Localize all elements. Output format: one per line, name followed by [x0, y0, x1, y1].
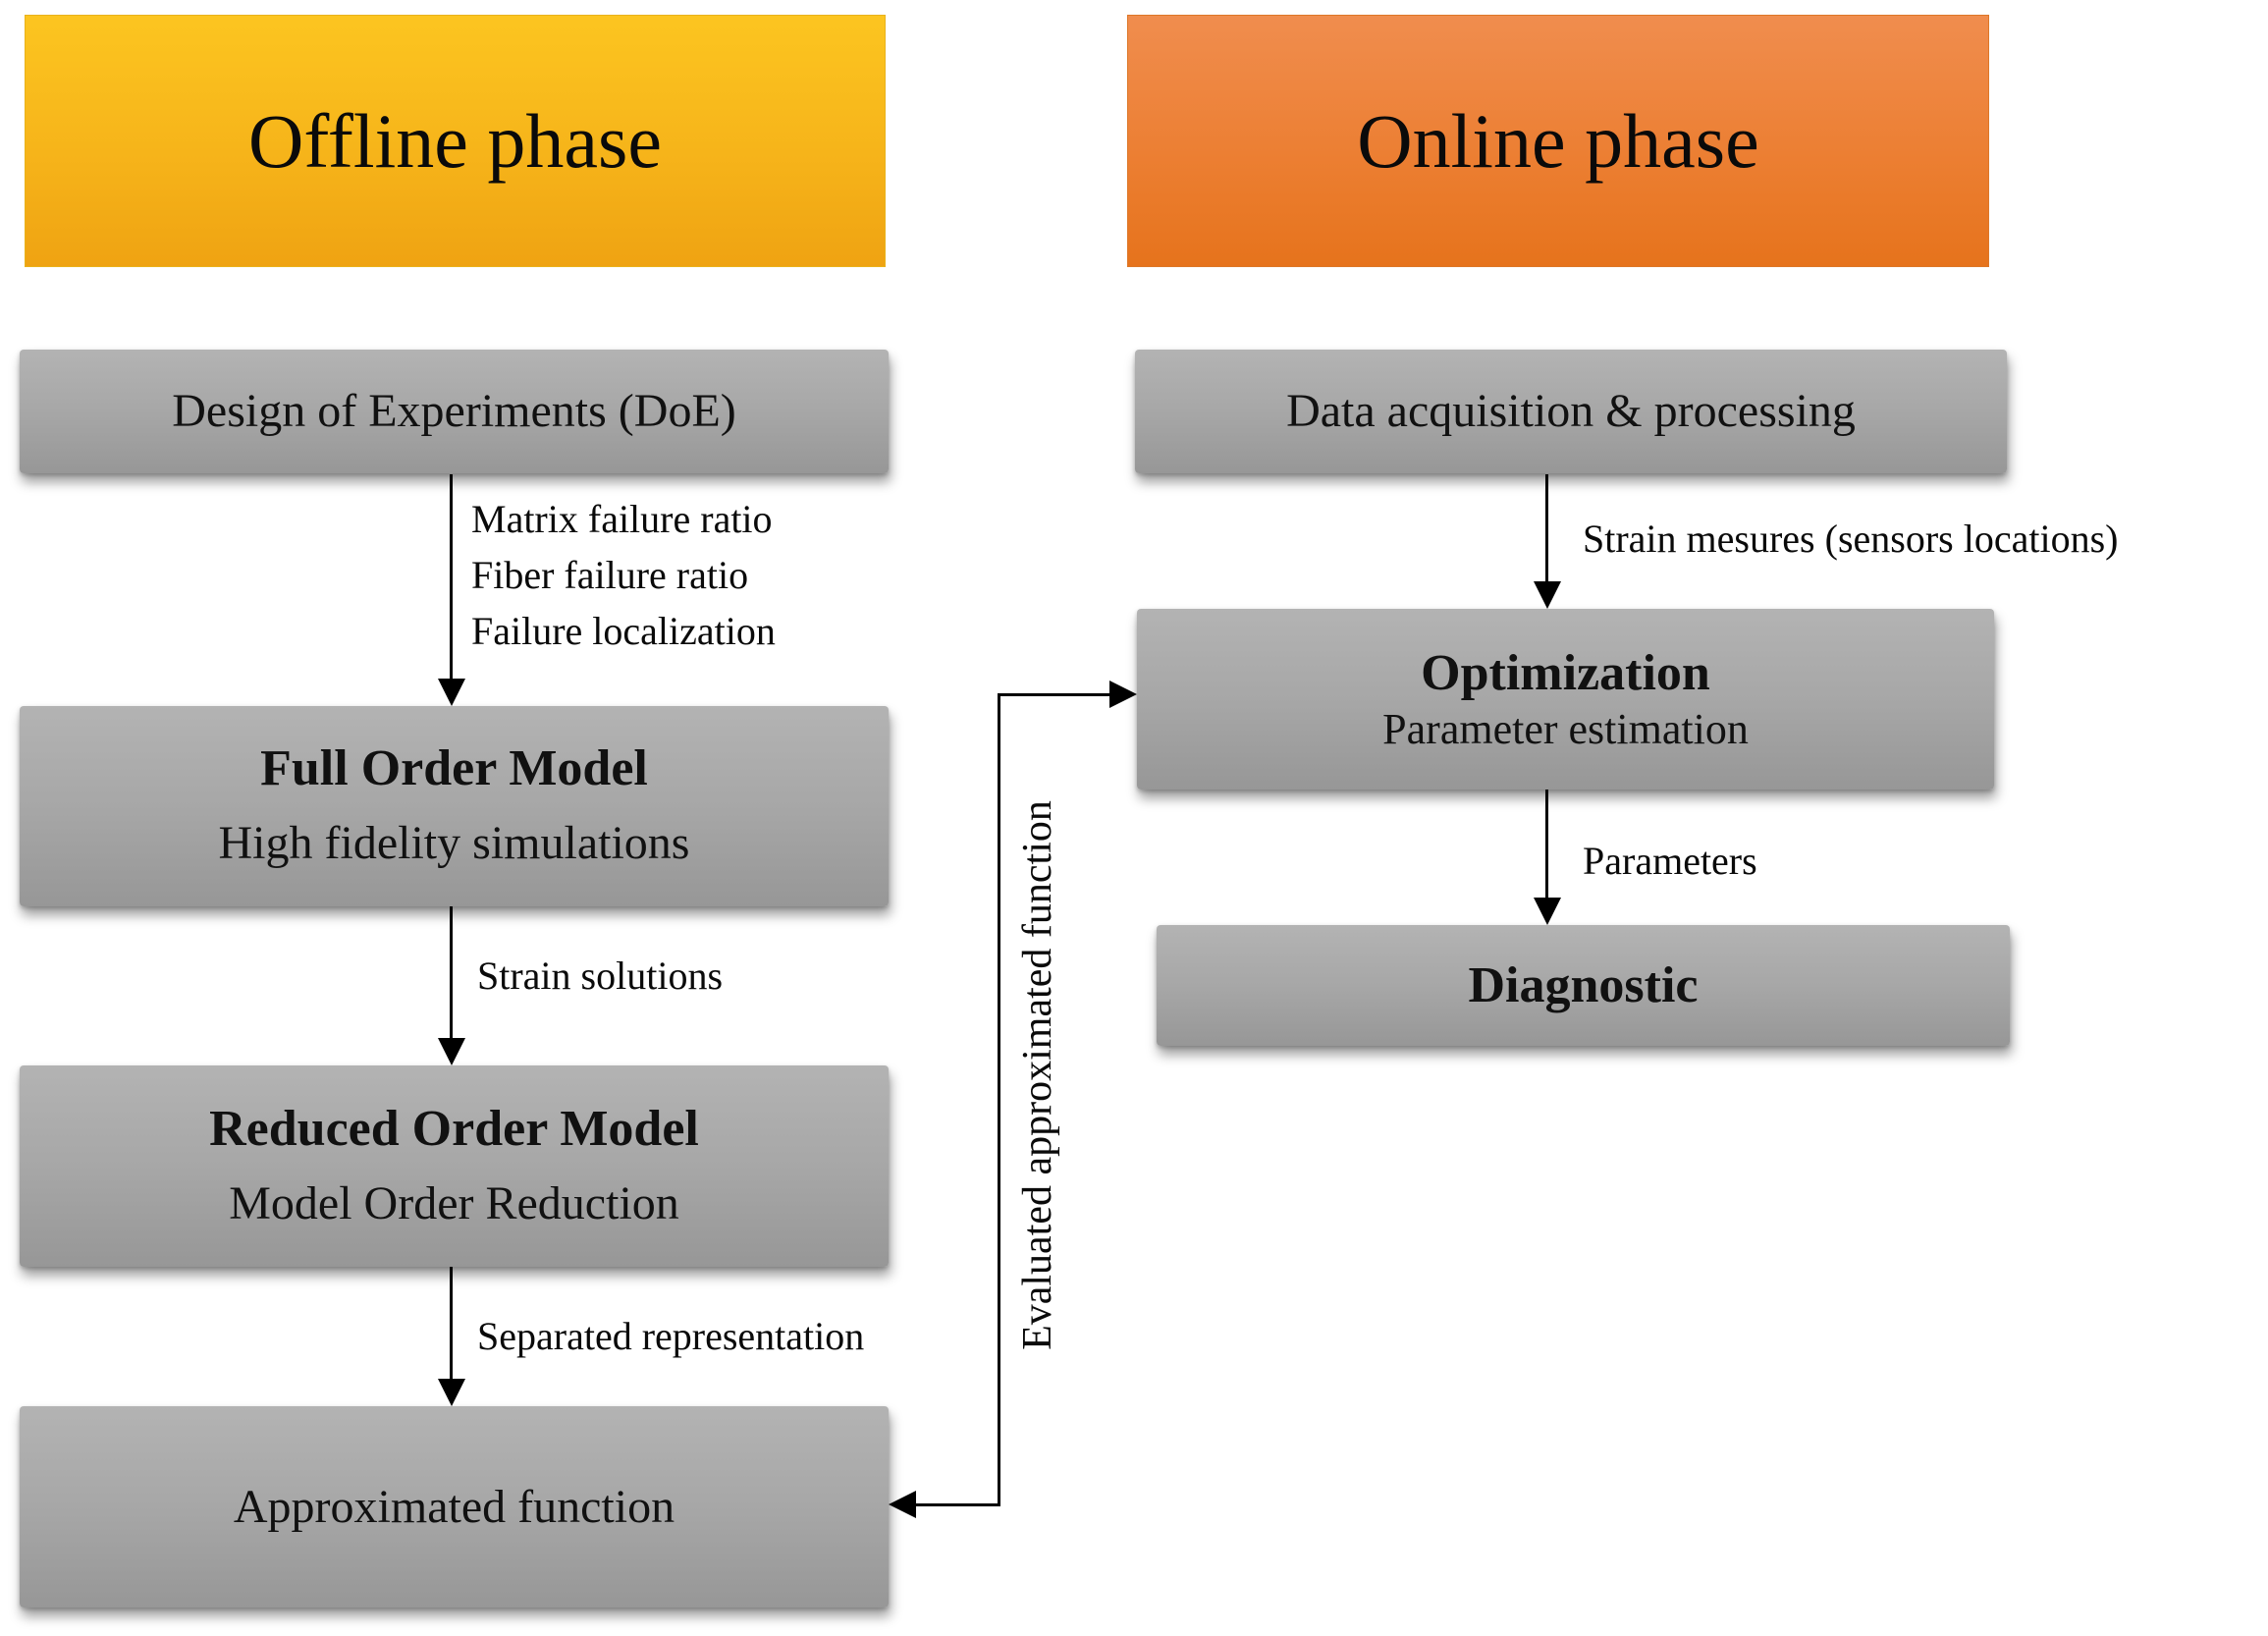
node-optimization-title: Optimization	[1421, 645, 1710, 701]
arrow-rom-to-approx-head-icon	[438, 1379, 465, 1406]
edge-label-parameters: Parameters	[1583, 839, 1757, 883]
node-diagnostic-title: Diagnostic	[1468, 956, 1699, 1013]
node-design-of-experiments: Design of Experiments (DoE)	[20, 350, 889, 473]
arrow-dataacq-to-opt-head-icon	[1534, 581, 1561, 609]
arrow-dataacq-to-opt-line	[1545, 474, 1548, 581]
edge-label-evaluated-approximated-function: Evaluated approximated function	[1015, 800, 1060, 1350]
edge-label-separated-representation: Separated representation	[477, 1314, 865, 1358]
online-phase-header: Online phase	[1127, 15, 1989, 267]
edge-label-fiber-failure-ratio: Fiber failure ratio	[471, 553, 749, 597]
node-optimization-subtitle: Parameter estimation	[1382, 705, 1749, 753]
node-reduced-order-model-subtitle: Model Order Reduction	[229, 1176, 679, 1229]
offline-phase-header: Offline phase	[25, 15, 886, 267]
node-design-of-experiments-title: Design of Experiments (DoE)	[172, 385, 736, 437]
arrow-rom-to-approx-line	[450, 1267, 453, 1379]
connector-approx-opt-vline	[998, 693, 1000, 1505]
connector-approx-opt-top-hline	[998, 693, 1109, 696]
connector-into-optimization-head-icon	[1109, 681, 1137, 708]
connector-approx-opt-bottom-hline	[916, 1503, 1000, 1506]
node-full-order-model-subtitle: High fidelity simulations	[218, 817, 690, 869]
node-reduced-order-model-title: Reduced Order Model	[209, 1100, 699, 1157]
arrow-doe-to-fom-head-icon	[438, 679, 465, 706]
node-full-order-model: Full Order Model High fidelity simulatio…	[20, 706, 889, 906]
arrow-opt-to-diag-line	[1545, 790, 1548, 898]
edge-label-matrix-failure-ratio: Matrix failure ratio	[471, 497, 773, 541]
arrow-fom-to-rom-head-icon	[438, 1038, 465, 1065]
node-data-acquisition-title: Data acquisition & processing	[1286, 385, 1856, 437]
node-diagnostic: Diagnostic	[1157, 925, 2010, 1046]
online-phase-label: Online phase	[1357, 97, 1759, 184]
node-reduced-order-model: Reduced Order Model Model Order Reductio…	[20, 1065, 889, 1267]
connector-into-approx-head-icon	[889, 1491, 916, 1518]
node-optimization: Optimization Parameter estimation	[1137, 609, 1994, 790]
edge-label-failure-localization: Failure localization	[471, 609, 776, 653]
offline-phase-label: Offline phase	[248, 97, 662, 184]
arrow-opt-to-diag-head-icon	[1534, 898, 1561, 925]
edge-label-strain-solutions: Strain solutions	[477, 954, 724, 998]
node-full-order-model-title: Full Order Model	[260, 740, 648, 796]
node-data-acquisition: Data acquisition & processing	[1135, 350, 2007, 473]
edge-label-strain-mesures: Strain mesures (sensors locations)	[1583, 517, 2119, 561]
arrow-doe-to-fom-line	[450, 474, 453, 679]
node-approximated-function-title: Approximated function	[233, 1480, 675, 1533]
node-approximated-function: Approximated function	[20, 1406, 889, 1608]
arrow-fom-to-rom-line	[450, 906, 453, 1038]
edge-label-doe-to-fom: Matrix failure ratio Fiber failure ratio…	[471, 491, 776, 659]
